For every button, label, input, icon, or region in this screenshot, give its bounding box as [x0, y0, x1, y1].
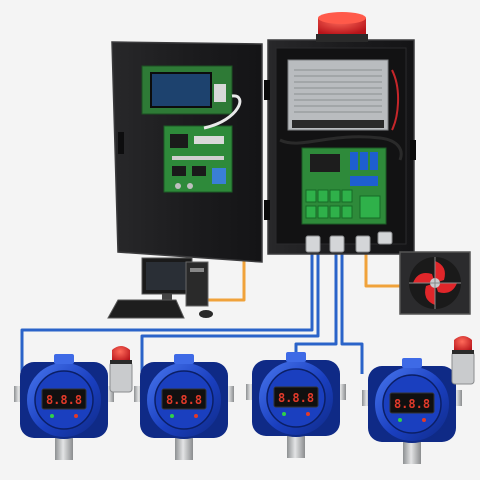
- mouse: [199, 310, 213, 318]
- cable-glands: [305, 231, 393, 253]
- wiring: [20, 176, 404, 374]
- status-led: [50, 414, 54, 418]
- alarm-beacon-icon: [316, 12, 368, 42]
- sensor-pipe: [175, 434, 193, 460]
- detector-3-gas-detector-icon: 8.8.8: [246, 352, 346, 458]
- alarm-beacon-icon: [451, 336, 475, 385]
- blue-wire-detector-3: [294, 250, 338, 358]
- blue-wire-detector-1: [20, 250, 314, 372]
- detector-4-gas-detector-icon: 8.8.8: [362, 358, 462, 464]
- detector-cap: [402, 358, 422, 368]
- status-led: [398, 418, 402, 422]
- desktop-computer-icon: [107, 257, 213, 319]
- detector-2-gas-detector-icon: 8.8.8: [134, 354, 234, 460]
- detector-cap: [54, 354, 74, 364]
- power-supply-unit: [287, 59, 389, 131]
- sensor-pipe: [55, 434, 73, 460]
- detector-readout: 8.8.8: [278, 391, 314, 405]
- gas-detectors: 8.8.8 8.8.8 8.8.8 8.8.8: [14, 352, 462, 464]
- side-gland: [452, 390, 462, 406]
- alarm-led: [422, 418, 426, 422]
- control-cabinet-icon: [111, 39, 416, 263]
- blue-wire-detector-2: [140, 250, 320, 372]
- alarm-beacon-icon: [109, 346, 133, 393]
- orange-wire-fan: [364, 252, 404, 288]
- hinge-bottom: [264, 200, 270, 220]
- detector-1-gas-detector-icon: 8.8.8: [14, 354, 114, 460]
- door-latch: [118, 132, 124, 154]
- status-led: [282, 412, 286, 416]
- detector-readout: 8.8.8: [46, 393, 82, 407]
- alarm-led: [306, 412, 310, 416]
- side-gland: [246, 384, 256, 400]
- side-gland: [224, 386, 234, 402]
- side-gland: [104, 386, 114, 402]
- exhaust-fan-icon: [399, 251, 471, 315]
- detector-readout: 8.8.8: [166, 393, 202, 407]
- side-gland: [134, 386, 144, 402]
- sensor-pipe: [287, 432, 305, 458]
- side-gland: [362, 390, 372, 406]
- keyboard: [107, 299, 185, 319]
- ribbon-wire: [203, 94, 242, 130]
- cabinet-handle: [410, 140, 416, 160]
- blue-wire-detector-4: [340, 250, 364, 374]
- detector-display: [41, 388, 87, 410]
- detector-cap: [174, 354, 194, 364]
- pc-tower: [185, 261, 209, 307]
- side-gland: [336, 384, 346, 400]
- alarm-led: [194, 414, 198, 418]
- hinge-top: [264, 80, 270, 100]
- alarm-led: [74, 414, 78, 418]
- side-gland: [14, 386, 24, 402]
- internal-cable: [279, 135, 403, 161]
- io-relay-board: [301, 147, 387, 225]
- status-led: [170, 414, 174, 418]
- red-cable: [391, 69, 400, 131]
- detector-readout: 8.8.8: [394, 397, 430, 411]
- detector-display: [273, 386, 319, 408]
- detector-cap: [286, 352, 306, 362]
- detector-display: [389, 392, 435, 414]
- main-control-board: [163, 125, 233, 193]
- detector-display: [161, 388, 207, 410]
- sensor-pipe: [403, 438, 421, 464]
- touch-display-board: [141, 65, 233, 115]
